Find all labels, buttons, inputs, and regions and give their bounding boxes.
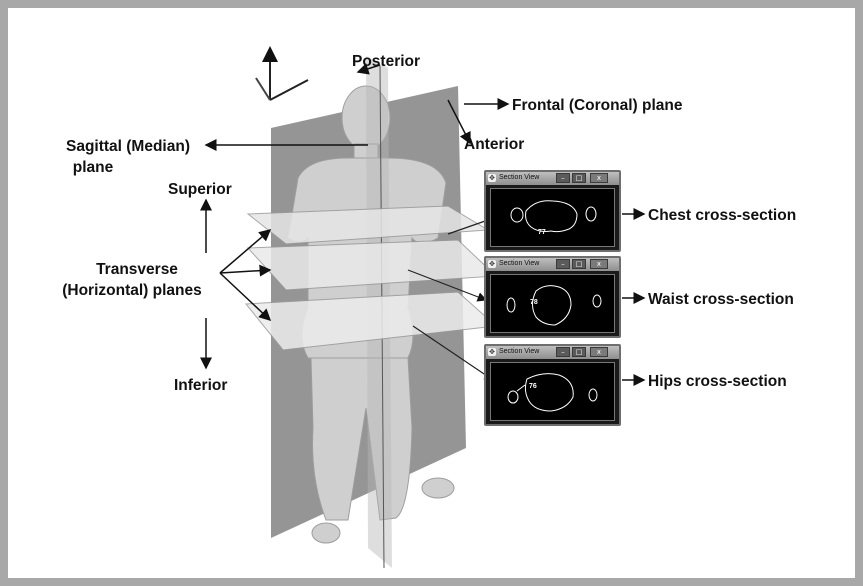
hips-section-view-window[interactable]: ✥ Section View – □ x 76 [484,344,621,426]
window-titlebar[interactable]: ✥ Section View – □ x [486,172,619,185]
move-icon[interactable]: ✥ [488,348,496,356]
inferior-label: Inferior [174,376,227,395]
window-titlebar[interactable]: ✥ Section View – □ x [486,258,619,271]
move-icon[interactable]: ✥ [488,174,496,182]
transverse-label-line1: Transverse [62,260,212,279]
window-title: Section View [499,173,539,183]
window-titlebar[interactable]: ✥ Section View – □ x [486,346,619,359]
move-icon[interactable]: ✥ [488,260,496,268]
waist-section-view-window[interactable]: ✥ Section View – □ x 78 [484,256,621,338]
transverse-label-line2: (Horizontal) planes [42,281,222,300]
axes-icon [256,48,308,100]
chest-measurement: 77 [538,229,546,236]
section-view-canvas: 77 [490,188,615,247]
minimize-button[interactable]: – [556,259,570,269]
hips-cross-section-label: Hips cross-section [648,372,787,391]
waist-measurement: 78 [530,299,538,306]
diagram-canvas: Posterior Anterior Frontal (Coronal) pla… [8,8,855,578]
posterior-label: Posterior [352,52,420,71]
section-view-canvas: 76 [490,362,615,421]
maximize-button[interactable]: □ [572,347,586,357]
window-title: Section View [499,347,539,357]
superior-label: Superior [168,180,232,199]
close-button[interactable]: x [590,173,608,183]
close-button[interactable]: x [590,347,608,357]
anterior-label: Anterior [464,135,524,154]
hips-measurement: 76 [529,383,537,390]
maximize-button[interactable]: □ [572,173,586,183]
minimize-button[interactable]: – [556,173,570,183]
window-title: Section View [499,259,539,269]
maximize-button[interactable]: □ [572,259,586,269]
minimize-button[interactable]: – [556,347,570,357]
sagittal-plane-label-line1: Sagittal (Median) [48,137,208,156]
close-button[interactable]: x [590,259,608,269]
section-view-canvas: 78 [490,274,615,333]
waist-cross-section-label: Waist cross-section [648,290,794,309]
frontal-plane-label: Frontal (Coronal) plane [512,96,683,115]
chest-cross-section-label: Chest cross-section [648,206,796,225]
sagittal-plane-label-line2: plane [48,158,138,177]
transverse-planes [246,206,496,350]
chest-section-view-window[interactable]: ✥ Section View – □ x 77 [484,170,621,252]
